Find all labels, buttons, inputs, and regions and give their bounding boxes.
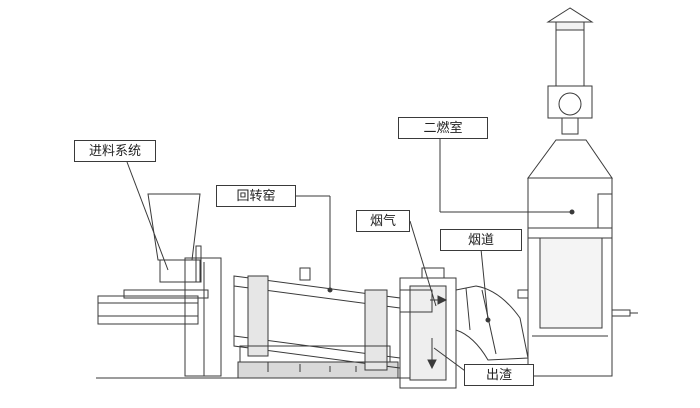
label-smoke: 烟气 [356,210,410,232]
leader-dot-secondary [569,209,575,215]
leader-dot-flue [485,317,491,323]
flue-duct [455,285,529,361]
label-rotary-kiln: 回转窑 [216,185,296,207]
secondary-combustion-chamber [517,7,638,377]
label-secondary-chamber: 二燃室 [398,117,488,139]
leader-dot-kiln [327,287,333,293]
feeding-system [97,193,222,377]
kiln-head-hood [399,267,457,389]
rotary-kiln [233,267,401,372]
label-feed-system: 进料系统 [74,140,156,162]
label-flue: 烟道 [440,229,522,251]
base-foundation [96,361,440,379]
leader-lines [126,128,572,377]
label-slag-exit: 出渣 [464,364,534,386]
